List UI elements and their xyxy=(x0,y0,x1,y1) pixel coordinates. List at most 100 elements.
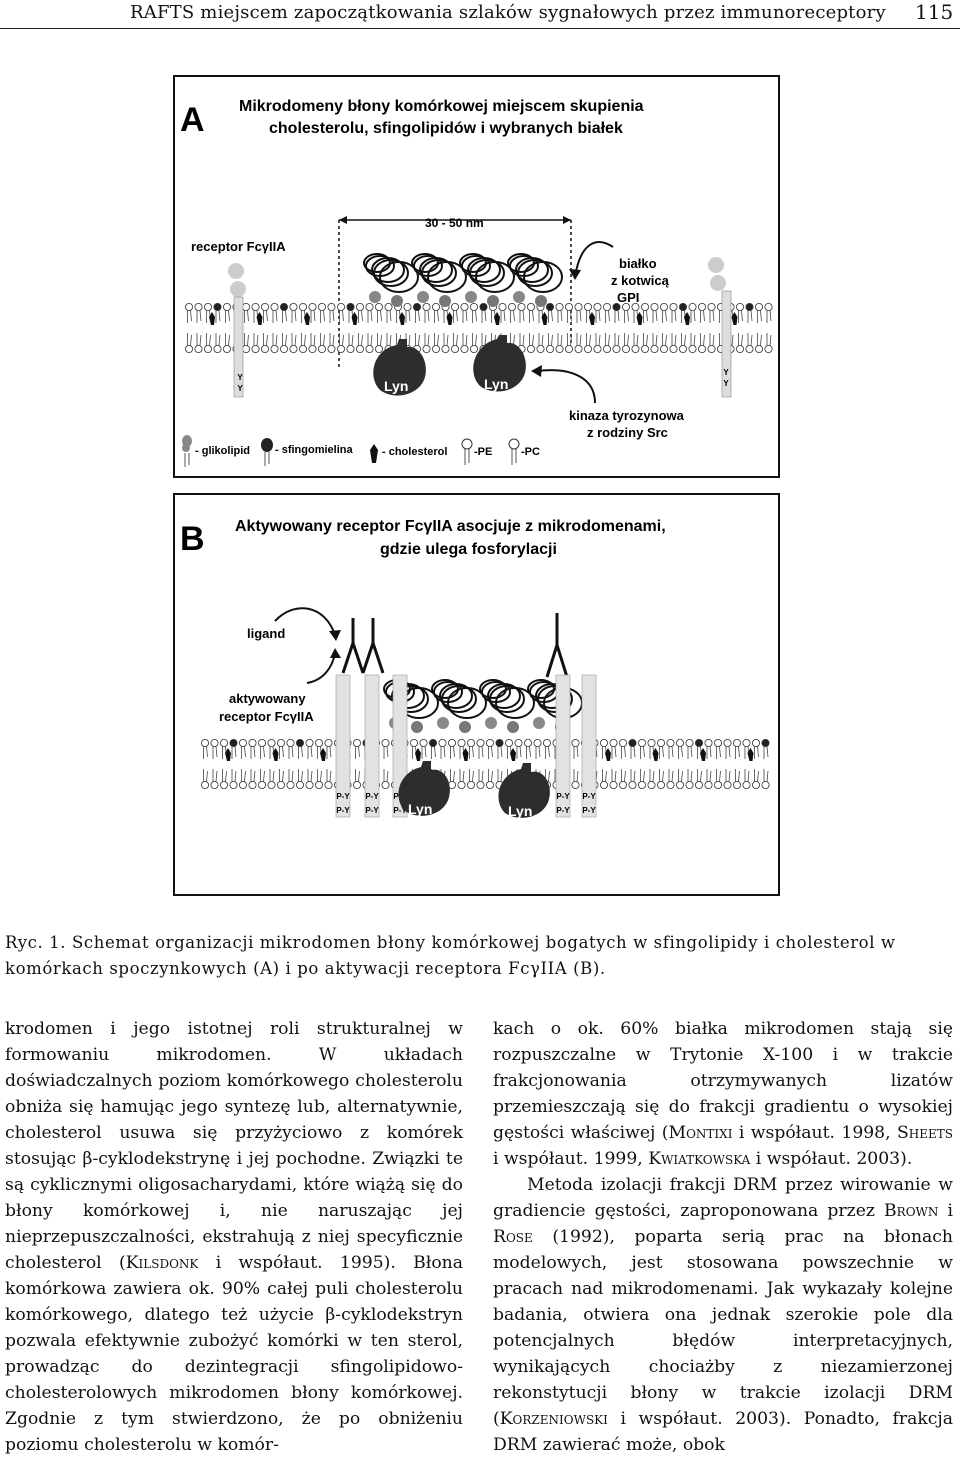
figure-panel-a: A Mikrodomeny błony komórkowej miejscem … xyxy=(173,75,780,478)
lipid-head xyxy=(270,344,279,353)
lipid-head xyxy=(242,344,251,353)
lipid-head xyxy=(609,738,618,747)
text-column-left: krodomen i jego istotnej roli struktural… xyxy=(5,1016,463,1458)
svg-text:Y: Y xyxy=(723,368,729,377)
lipid-head xyxy=(752,738,761,747)
fc-receptor-right: Y Y xyxy=(708,257,732,398)
lipid-head xyxy=(628,780,637,789)
gpi-label-3: GPI xyxy=(617,290,639,305)
lipid-head xyxy=(261,344,270,353)
lipid-head xyxy=(336,344,345,353)
lipid-head xyxy=(545,302,554,311)
lipid-head xyxy=(564,344,573,353)
lipid-head xyxy=(203,302,212,311)
lipid-head xyxy=(305,738,314,747)
ligand-single xyxy=(545,613,569,678)
lipid-head xyxy=(504,738,513,747)
lipid-head xyxy=(381,780,390,789)
svg-text:- sfingomielina: - sfingomielina xyxy=(275,444,354,456)
svg-text:Lyn: Lyn xyxy=(384,378,408,394)
running-header: RAFTS miejscem zapoczątkowania szlaków s… xyxy=(0,0,960,29)
lipid-tail xyxy=(617,310,620,322)
lipid-tail xyxy=(342,310,344,322)
lipid-tail xyxy=(500,770,503,782)
lipid-tail xyxy=(633,770,636,782)
cholesterol xyxy=(256,312,263,325)
phosphotyrosine-label: P-Y xyxy=(393,806,407,815)
figure-panel-b: B Aktywowany receptor FcγIIA asocjuje z … xyxy=(173,493,780,896)
lipid-tail xyxy=(209,334,211,346)
lipid-head xyxy=(526,344,535,353)
lipid-tail xyxy=(263,746,265,758)
svg-text:Y: Y xyxy=(237,384,243,393)
lipid-tail xyxy=(589,334,591,346)
lipid-tail xyxy=(491,770,493,782)
protein-coil xyxy=(469,259,505,287)
legend-cholesterol-icon xyxy=(370,444,378,463)
lipid-head xyxy=(621,302,630,311)
lipid-tail xyxy=(199,310,202,322)
lipid-head xyxy=(223,344,232,353)
lipid-tail xyxy=(206,746,208,758)
citation-author: Brown xyxy=(884,1201,939,1221)
glycolipid xyxy=(513,291,525,303)
lipid-tail xyxy=(738,770,740,782)
lipid-tail xyxy=(358,770,360,782)
protein-coil xyxy=(373,259,409,287)
lipid-head xyxy=(431,344,440,353)
lipid-head xyxy=(280,302,289,311)
lipid-tail xyxy=(228,334,230,346)
phosphotyrosine-label: P-Y xyxy=(365,806,379,815)
lipid-tail xyxy=(190,334,192,346)
lipid-head xyxy=(229,780,238,789)
fc-receptor-left: Y Y xyxy=(228,263,246,398)
lipid-head xyxy=(659,344,668,353)
lipid-tail xyxy=(646,310,648,322)
lipid-tail xyxy=(719,770,721,782)
lipid-head xyxy=(755,344,764,353)
lipid-head xyxy=(466,780,475,789)
lipid-head xyxy=(314,738,323,747)
lipid-tail xyxy=(719,746,721,758)
lipid-head xyxy=(355,344,364,353)
lipid-tail xyxy=(472,770,474,782)
lipid-head xyxy=(599,738,608,747)
svg-text:Lyn: Lyn xyxy=(408,801,432,817)
lipid-head xyxy=(675,738,684,747)
lipid-head xyxy=(438,738,447,747)
protein-coil xyxy=(509,255,539,277)
gpi-label-2: z kotwicą xyxy=(611,273,670,288)
lipid-head xyxy=(365,302,374,311)
lipid-tail xyxy=(332,310,335,322)
lipid-head xyxy=(327,302,336,311)
lipid-head xyxy=(239,738,248,747)
svg-text:Y: Y xyxy=(723,379,729,388)
lipid-head xyxy=(656,738,665,747)
lipid-head xyxy=(669,344,678,353)
lipid-head xyxy=(248,738,257,747)
lipid-tail xyxy=(351,334,354,346)
raft-protein-cluster xyxy=(363,253,563,307)
lipid-head xyxy=(277,780,286,789)
lipid-tail xyxy=(750,310,753,322)
protein-coil xyxy=(441,685,477,713)
lipid-tail xyxy=(598,334,601,346)
lipid-tail xyxy=(728,746,731,758)
lipid-head xyxy=(213,302,222,311)
lipid-head xyxy=(466,738,475,747)
lipid-head xyxy=(324,780,333,789)
lipid-tail xyxy=(731,334,734,346)
lipid-head xyxy=(267,738,276,747)
lipid-tail xyxy=(370,334,373,346)
svg-text:- glikolipid: - glikolipid xyxy=(195,445,250,457)
lipid-tail xyxy=(310,746,313,758)
lipid-tail xyxy=(662,770,664,782)
lipid-tail xyxy=(712,310,715,322)
raft-protein-cluster xyxy=(383,679,583,733)
svg-text:Lyn: Lyn xyxy=(508,803,532,819)
lipid-head xyxy=(476,780,485,789)
lipid-head xyxy=(678,302,687,311)
lipid-head xyxy=(223,302,232,311)
lipid-tail xyxy=(484,310,487,322)
lipid-tail xyxy=(741,334,743,346)
